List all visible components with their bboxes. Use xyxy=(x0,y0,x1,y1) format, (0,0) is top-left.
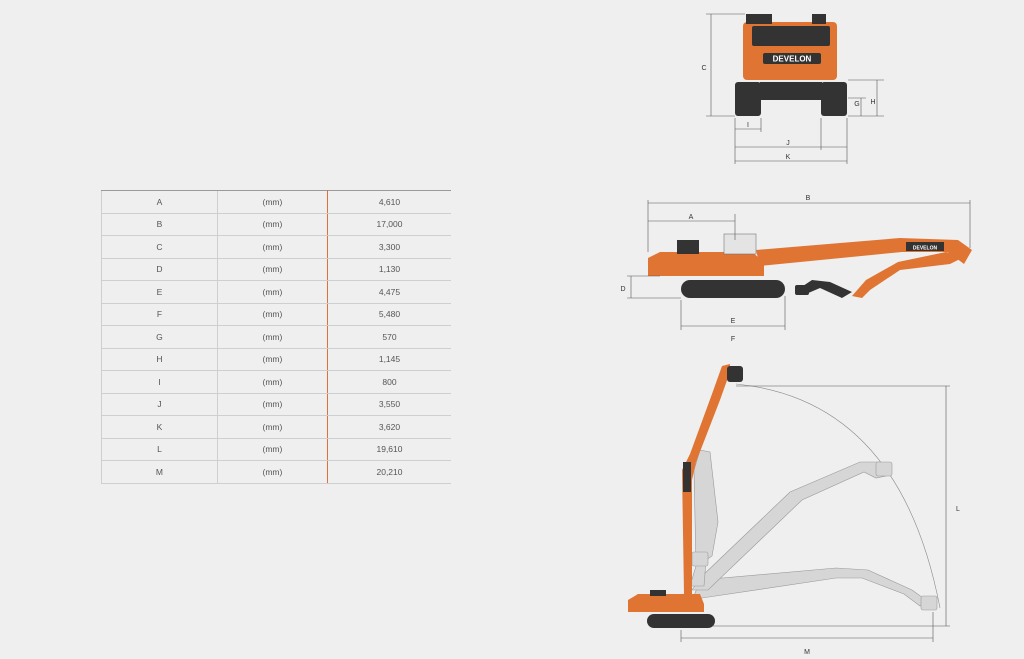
spec-value: 1,130 xyxy=(327,258,451,281)
spec-unit: (mm) xyxy=(216,370,328,394)
spec-value: 3,620 xyxy=(327,415,451,439)
spec-value: 800 xyxy=(327,370,451,394)
spec-value: 19,610 xyxy=(327,438,451,461)
spec-value: 4,475 xyxy=(327,280,451,304)
front-view-diagram: DEVELON C G H I J K xyxy=(701,13,884,164)
side-attachment xyxy=(795,285,809,295)
spec-value: 4,610 xyxy=(327,190,451,214)
spec-unit: (mm) xyxy=(216,303,328,326)
dim-label-b: B xyxy=(806,195,811,202)
front-track-right xyxy=(821,82,847,116)
dim-label-e: E xyxy=(731,318,736,325)
spec-row-a: A(mm)4,610 xyxy=(101,190,451,214)
spec-row-e: E(mm)4,475 xyxy=(101,280,451,304)
spec-unit: (mm) xyxy=(216,258,328,281)
front-roof-right xyxy=(812,14,826,24)
ghost-attachment-1 xyxy=(920,595,938,611)
spec-row-l: L(mm)19,610 xyxy=(101,438,451,461)
spec-key: D xyxy=(101,258,218,281)
working-range-diagram: L M xyxy=(628,364,960,656)
raised-boom-plate xyxy=(683,462,691,492)
ghost-boom-1 xyxy=(693,567,927,607)
spec-unit: (mm) xyxy=(216,235,328,259)
spec-key: L xyxy=(101,438,218,461)
dim-label-c: C xyxy=(701,65,706,72)
dim-label-k: K xyxy=(786,154,791,161)
spec-key: K xyxy=(101,415,218,439)
spec-row-g: G(mm)570 xyxy=(101,325,451,349)
dim-label-m: M xyxy=(804,649,810,656)
spec-unit: (mm) xyxy=(216,213,328,236)
spec-unit: (mm) xyxy=(216,348,328,371)
spec-key: E xyxy=(101,280,218,304)
spec-value: 570 xyxy=(327,325,451,349)
raised-boom xyxy=(682,364,730,594)
side-view-diagram: DEVELON A B D E F xyxy=(620,195,972,343)
dim-label-j: J xyxy=(786,140,790,147)
dim-label-d: D xyxy=(620,286,625,293)
spec-row-k: K(mm)3,620 xyxy=(101,415,451,439)
dim-label-l: L xyxy=(956,506,960,513)
range-upper-body xyxy=(628,594,704,612)
ghost-attachment-2 xyxy=(875,461,893,477)
spec-row-b: B(mm)17,000 xyxy=(101,213,451,236)
dim-label-g: G xyxy=(854,101,859,108)
spec-value: 17,000 xyxy=(327,213,451,236)
front-brand-text: DEVELON xyxy=(773,55,812,64)
spec-row-c: C(mm)3,300 xyxy=(101,235,451,259)
dim-label-h: H xyxy=(870,99,875,106)
spec-unit: (mm) xyxy=(216,190,328,214)
spec-value: 3,550 xyxy=(327,393,451,416)
front-brand-plate xyxy=(763,53,821,64)
dim-label-f: F xyxy=(731,336,735,343)
front-cab-window xyxy=(752,26,830,46)
side-arm xyxy=(852,252,966,298)
spec-value: 20,210 xyxy=(327,460,451,484)
spec-value: 1,145 xyxy=(327,348,451,371)
ghost-attachment-3 xyxy=(691,551,709,567)
spec-unit: (mm) xyxy=(216,438,328,461)
spec-key: F xyxy=(101,303,218,326)
range-track xyxy=(647,614,715,628)
side-cab xyxy=(723,233,757,255)
spec-unit: (mm) xyxy=(216,415,328,439)
spec-value: 3,300 xyxy=(327,235,451,259)
spec-row-m: M(mm)20,210 xyxy=(101,460,451,484)
spec-row-d: D(mm)1,130 xyxy=(101,258,451,281)
dim-label-a: A xyxy=(689,214,694,221)
side-upper-body xyxy=(648,252,764,276)
spec-key: I xyxy=(101,370,218,394)
spec-key: G xyxy=(101,325,218,349)
front-track-left xyxy=(735,82,761,116)
dim-label-i: I xyxy=(747,122,749,129)
spec-unit: (mm) xyxy=(216,325,328,349)
spec-value: 5,480 xyxy=(327,303,451,326)
spec-row-f: F(mm)5,480 xyxy=(101,303,451,326)
spec-row-j: J(mm)3,550 xyxy=(101,393,451,416)
side-arm-lower xyxy=(800,280,852,298)
side-track xyxy=(681,280,785,298)
spec-row-i: I(mm)800 xyxy=(101,370,451,394)
spec-key: C xyxy=(101,235,218,259)
side-boom-plate xyxy=(906,242,944,251)
front-roof xyxy=(746,14,772,24)
raised-attachment xyxy=(727,366,743,382)
spec-unit: (mm) xyxy=(216,280,328,304)
spec-key: H xyxy=(101,348,218,371)
spec-key: B xyxy=(101,213,218,236)
range-cab xyxy=(650,590,666,596)
spec-key: J xyxy=(101,393,218,416)
spec-key: A xyxy=(101,190,218,214)
spec-row-h: H(mm)1,145 xyxy=(101,348,451,371)
side-brand-text: DEVELON xyxy=(913,246,938,252)
spec-key: M xyxy=(101,460,218,484)
spec-unit: (mm) xyxy=(216,460,328,484)
side-engine-hood xyxy=(677,240,699,254)
spec-unit: (mm) xyxy=(216,393,328,416)
front-undercarriage xyxy=(760,82,822,100)
